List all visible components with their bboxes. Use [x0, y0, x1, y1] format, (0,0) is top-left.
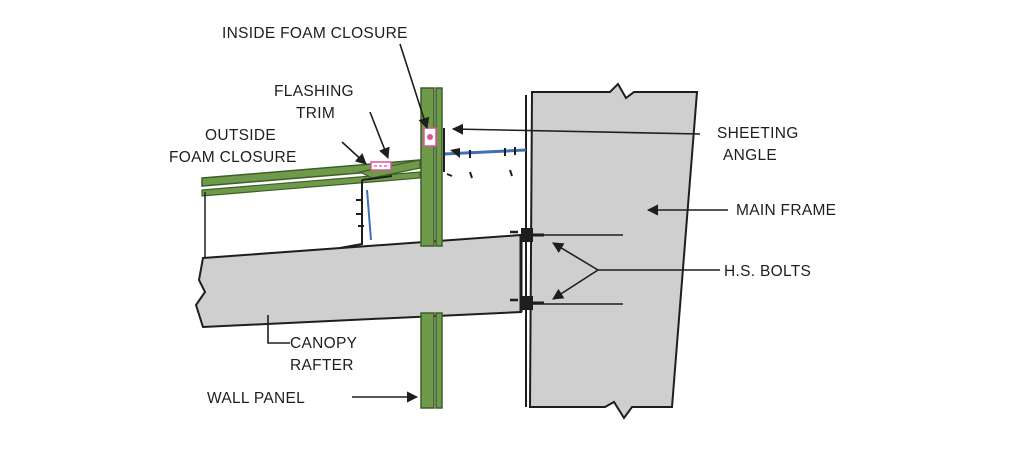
label-main-frame: MAIN FRAME: [736, 202, 836, 219]
main-frame-column: [525, 82, 699, 420]
label-wall-panel: WALL PANEL: [207, 390, 305, 407]
label-flashing-trim-line2: TRIM: [296, 105, 335, 122]
hs-bolt-group: [510, 228, 544, 310]
label-sheeting-angle-line2: ANGLE: [723, 147, 777, 164]
inside-foam-closure: [423, 127, 437, 147]
leader-lines: [267, 43, 728, 403]
label-outside-foam-closure-line1: OUTSIDE: [205, 127, 276, 144]
label-canopy-rafter-line2: RAFTER: [290, 357, 354, 374]
label-hs-bolts: H.S. BOLTS: [724, 263, 811, 280]
canopy-rafter-member: [194, 233, 523, 329]
label-flashing-trim-line1: FLASHING: [274, 83, 354, 100]
outside-foam-closure: [370, 161, 392, 171]
label-sheeting-angle-line1: SHEETING: [717, 125, 799, 142]
label-outside-foam-closure-line2: FOAM CLOSURE: [169, 149, 297, 166]
sheeting-angle: [443, 128, 527, 179]
canopy-purlin: [339, 175, 393, 249]
label-inside-foam-closure: INSIDE FOAM CLOSURE: [222, 25, 408, 42]
label-canopy-rafter-line1: CANOPY: [290, 335, 357, 352]
